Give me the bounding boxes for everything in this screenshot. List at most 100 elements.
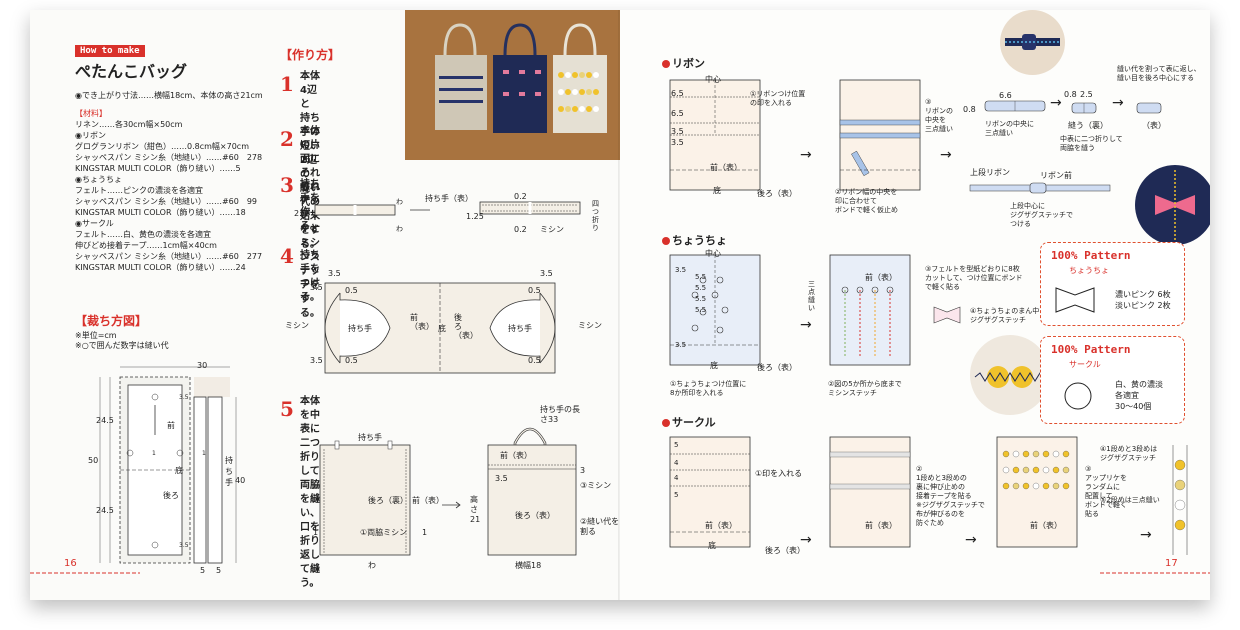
arrow-icon: →	[1140, 527, 1152, 543]
cut-back: 後ろ	[163, 491, 179, 500]
circle-diagram-3	[996, 436, 1078, 548]
step4-3-5-d: 3.5	[310, 356, 323, 365]
ribbon-note-2-line: ボンドで軽く仮止め	[835, 206, 898, 214]
circle-pattern-desc: 各適宜	[1115, 391, 1139, 400]
butterfly-heading-text: ちょうちょ	[672, 234, 727, 247]
circle-note-2-line: 防ぐため	[916, 519, 944, 527]
ribbon-zigzag-note-line: つける	[1010, 220, 1031, 228]
circle-note-3-line: 貼る	[1085, 510, 1099, 518]
ribbon-zigzag-note: 上段中心に ジグザグステッチで つける	[1010, 202, 1073, 229]
butterfly-front: 前（表）	[865, 273, 897, 282]
step-2-text: ミシンステッチをする。	[300, 238, 320, 319]
butterfly-pattern-shape	[1055, 287, 1095, 313]
ribbon-note-2-line: 印に合わせて	[835, 197, 877, 205]
ribbon-3-5-b: 3.5	[671, 138, 684, 147]
butterfly-closeup-photo	[1135, 165, 1210, 245]
arrow-icon: →	[1050, 95, 1062, 111]
left-page: How to make ぺたんこバッグ ◉でき上がり寸法……横幅18cm、本体の…	[30, 10, 620, 600]
ribbon-note-3-line: リボンの	[925, 107, 953, 115]
ribbon-center-note-line: 三点縫い	[985, 129, 1013, 137]
arrow-icon: →	[800, 147, 812, 163]
step-1-text: 持ち手の短い2辺の	[300, 113, 320, 180]
butterfly-5-5-b: 5.5	[695, 284, 707, 292]
circle-5-b: 5	[674, 491, 679, 499]
material-item: ◉サークル	[75, 219, 114, 228]
ribbon-3-5-a: 3.5	[671, 127, 684, 136]
step5-mishin-3: ③ミシン	[580, 481, 612, 490]
circle-note-2-line: ②	[916, 465, 923, 473]
circle-note-2-line: 1段めと3段めの	[916, 474, 967, 482]
cutting-note-seam: ※○で囲んだ数字は縫い代	[75, 341, 169, 350]
circle-front: 前（表）	[705, 521, 737, 530]
circle-closeup-photo	[970, 335, 1050, 415]
step-5-number: 5	[280, 397, 294, 421]
material-item: フェルト……ピンクの濃淡を各適宜	[75, 186, 203, 195]
butterfly-note-3: ③フェルトを型紙どおりに8枚 カットして、つけ位置にボンド で軽く貼る	[925, 265, 1022, 292]
butterfly-3-5-b: 3.5	[675, 341, 687, 349]
step4-bottom: 底	[438, 324, 446, 333]
ribbon-fold-note-line: 中表に二つ折りして	[1060, 135, 1123, 143]
arrow-icon: →	[1112, 95, 1124, 111]
cut-width-30: 30	[197, 361, 208, 370]
ribbon-center-note-line: リボンの中央に	[985, 120, 1034, 128]
material-item: フェルト……白、黄色の濃淡を各適宜	[75, 230, 211, 239]
circle-pattern-desc: 白、黄の濃淡	[1115, 380, 1163, 389]
butterfly-shape-icon	[933, 306, 961, 324]
ribbon-diagram-1	[669, 79, 761, 191]
ribbon-fold-note: 中表に二つ折りして 両脇を縫う	[1060, 135, 1123, 153]
ribbon-center-note: リボンの中央に 三点縫い	[985, 120, 1034, 138]
step5-1-right: 1	[422, 528, 428, 537]
step3-0-2-bottom: 0.2	[514, 225, 527, 234]
ribbon-omote: （表）	[1142, 121, 1166, 130]
finished-size: ◉でき上がり寸法……横幅18cm、本体の高さ21cm	[75, 91, 263, 100]
cut-seam-1-right: 1	[202, 450, 206, 457]
bullet-icon	[662, 60, 670, 68]
butterfly-note-3-line: ③フェルトを型紙どおりに8枚	[925, 265, 1020, 273]
step-4-number: 4	[280, 244, 294, 268]
ribbon-6-5-a: 6.5	[671, 89, 684, 98]
material-item: KINGSTAR MULTI COLOR（飾り縫い）……24	[75, 263, 246, 272]
step4-front: 前（表）	[410, 313, 434, 331]
butterfly-3-5-a: 3.5	[675, 266, 687, 274]
ribbon-center: 中心	[705, 75, 721, 84]
step-2-text: それぞれアップリケと	[300, 168, 320, 235]
material-item: シャッペスパン ミシン糸（地縫い）……#60 99	[75, 197, 258, 206]
ribbon-attach-diagram	[969, 182, 1111, 194]
butterfly-5-5-d: 5.5	[695, 306, 707, 314]
step4-mishin-left: ミシン	[285, 321, 309, 330]
page-footer-ornament-right	[1100, 572, 1210, 574]
page-number-right: 17	[1165, 558, 1178, 569]
step5-side-seam: ①両脇ミシン	[360, 528, 408, 537]
cut-bottom: 底	[175, 466, 183, 475]
bullet-icon	[662, 237, 670, 245]
step4-0-5-c: 0.5	[528, 286, 541, 295]
circle-note-3-line: ボンドで軽く	[1085, 501, 1127, 509]
ribbon-loop-diagram	[1071, 102, 1097, 114]
circle-heading-text: サークル	[672, 416, 716, 429]
circle-note-2-line: ※ジグザグステッチで	[916, 501, 985, 509]
step-2-number: 2	[280, 127, 294, 151]
ribbon-note-1-line: ①リボンつけ位置	[750, 90, 806, 98]
circle-diagram-2	[829, 436, 911, 548]
ribbon-back: 後ろ（表）	[757, 189, 797, 198]
circle-pattern-box: 100% Pattern サークル 白、黄の濃淡 各適宜 30〜40個	[1040, 336, 1185, 424]
material-item: ◉ちょうちょ	[75, 175, 122, 184]
step5-fold: わ	[368, 561, 376, 570]
ribbon-note-2-line: ②リボン幅の中央を	[835, 188, 898, 196]
butterfly-note-2-line: ②図の5か所から底まで	[828, 380, 902, 388]
step4-handle-right: 持ち手	[508, 324, 532, 333]
step-3-text: 持ち手を作る。	[300, 179, 320, 232]
cutting-diagram	[99, 366, 237, 564]
step5-back-ura: 後ろ（裏）	[368, 496, 408, 505]
butterfly-back: 後ろ（表）	[757, 363, 797, 372]
step-4-text: 持ち手をつける。	[300, 250, 320, 303]
butterfly-heading: ちょうちょ	[662, 232, 727, 248]
ribbon-note-3-line: ③	[925, 98, 932, 106]
page-number-left: 16	[64, 558, 77, 569]
material-item: 伸びどめ接着テープ……1cm幅×40cm	[75, 241, 217, 250]
butterfly-note-4: ④ちょうちょのまん中に ジグザグステッチ	[970, 307, 1046, 325]
circle-mark: ①印を入れる	[755, 469, 803, 478]
howto-heading: 【作り方】	[280, 48, 341, 62]
butterfly-pattern-desc: 淡いピンク 2枚	[1115, 301, 1171, 310]
ribbon-note-3-line: 三点縫い	[925, 125, 953, 133]
